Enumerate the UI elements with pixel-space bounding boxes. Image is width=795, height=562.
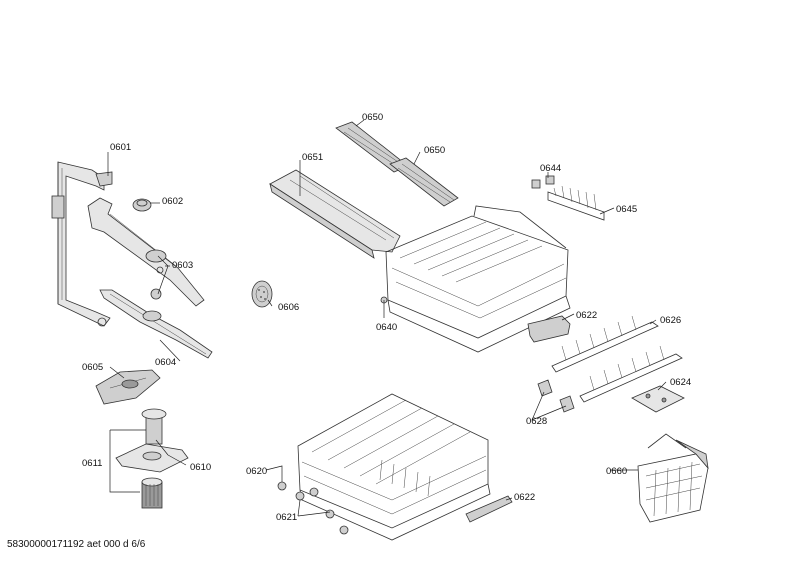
part-label-0621: 0621 xyxy=(276,512,297,523)
part-label-0622-upper: 0622 xyxy=(576,310,597,321)
part-label-0650-right: 0650 xyxy=(424,145,445,156)
part-label-0622-lower: 0622 xyxy=(514,492,535,503)
part-label-0611: 0611 xyxy=(82,458,102,469)
part-label-0601: 0601 xyxy=(110,142,131,153)
part-label-0644: 0644 xyxy=(540,163,561,174)
spray-arm-nut-drawing xyxy=(132,198,152,212)
part-label-0602: 0602 xyxy=(162,196,183,207)
basket-wheels-drawing xyxy=(277,481,349,535)
part-label-0606: 0606 xyxy=(278,302,299,313)
sump-cover-drawing xyxy=(95,369,161,405)
lower-basket-drawing xyxy=(297,393,491,541)
filter-disc-drawing xyxy=(251,280,273,308)
supply-pipe-drawing xyxy=(51,161,113,327)
part-label-0604: 0604 xyxy=(155,357,176,368)
part-label-0640: 0640 xyxy=(376,322,397,333)
part-label-0645: 0645 xyxy=(616,204,637,215)
part-label-0624: 0624 xyxy=(670,377,691,388)
part-label-0603: 0603 xyxy=(172,260,193,271)
side-cover-lower-drawing xyxy=(465,495,513,523)
filter-assembly-drawing xyxy=(115,408,189,509)
rack-clips-drawing xyxy=(537,379,575,413)
part-label-0660: 0660 xyxy=(606,466,627,477)
part-label-0626: 0626 xyxy=(660,315,681,326)
lower-spray-arm-drawing xyxy=(99,289,213,359)
leader-lines xyxy=(107,119,667,517)
cutlery-basket-drawing xyxy=(637,433,709,523)
upper-basket-drawing xyxy=(380,205,571,353)
side-cover-upper-drawing xyxy=(527,315,571,343)
holder-plate-drawing xyxy=(631,385,685,413)
part-label-0651: 0651 xyxy=(302,152,323,163)
clip-and-rack-drawing xyxy=(531,175,605,221)
part-label-0650-left: 0650 xyxy=(362,112,383,123)
folding-racks-drawing xyxy=(551,315,683,403)
part-label-0610: 0610 xyxy=(190,462,211,473)
part-label-0620: 0620 xyxy=(246,466,267,477)
document-code: 58300000171192 aet 000 d 6/6 xyxy=(7,539,146,550)
cutlery-tray-drawing xyxy=(269,169,401,259)
part-label-0605: 0605 xyxy=(82,362,103,373)
part-number-labels: 0601 0602 0603 0604 0605 0606 0610 0611 … xyxy=(82,112,691,523)
part-label-0628: 0628 xyxy=(526,416,547,427)
cup-rack-drawings xyxy=(335,121,459,207)
upper-spray-arm-drawing xyxy=(87,197,205,307)
